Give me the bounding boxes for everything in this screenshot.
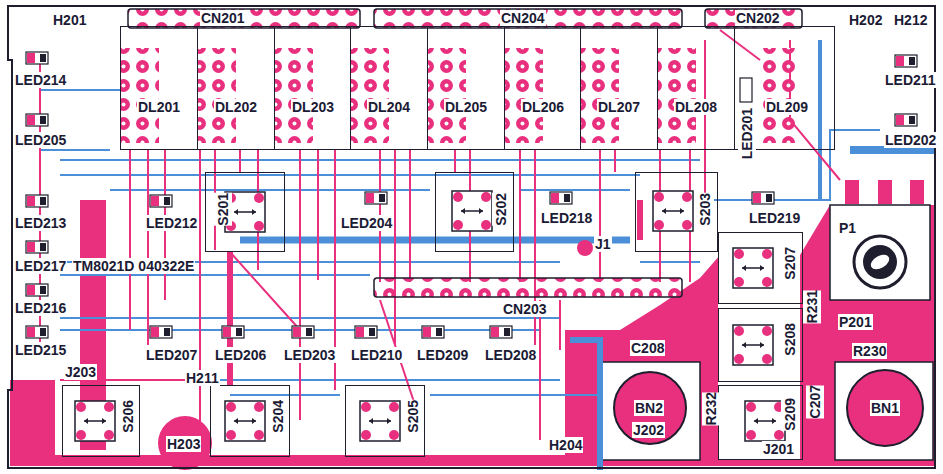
ref-designator: LED210 [350, 347, 403, 363]
ref-designator: H202 [848, 12, 883, 28]
ref-designator: CN202 [735, 10, 781, 26]
ref-designator: R231 [803, 290, 821, 323]
ref-designator: LED205 [14, 132, 67, 148]
ref-designator: LED211 [884, 72, 937, 88]
switch-outline: S206 [62, 385, 140, 457]
ref-designator: BN1 [870, 400, 900, 416]
ref-designator: S208 [781, 323, 799, 356]
ref-designator: S209 [781, 398, 799, 431]
display-outline: DL201 [120, 26, 198, 150]
switch-outline: S201 [205, 172, 285, 252]
ref-designator: J1 [594, 236, 612, 252]
ref-designator: DL204 [367, 99, 411, 115]
ref-designator: DL205 [444, 99, 488, 115]
ref-designator: DL206 [521, 99, 565, 115]
ref-designator: H211 [185, 370, 220, 386]
ref-designator: R230 [852, 343, 887, 359]
ref-designator: R232 [702, 392, 720, 425]
ref-designator: CN204 [500, 10, 546, 26]
ref-designator: S203 [696, 193, 714, 226]
ref-designator: LED219 [748, 210, 801, 226]
ref-designator: S202 [492, 193, 510, 226]
ref-designator: LED213 [14, 215, 67, 231]
ref-designator: LED214 [14, 72, 67, 88]
display-outline: DL207 [580, 26, 658, 150]
ref-designator: LED201 [738, 108, 756, 159]
ref-designator: LED204 [340, 215, 393, 231]
switch-outline: S202 [435, 172, 514, 252]
ref-designator: P201 [838, 314, 873, 330]
ref-designator: DL208 [674, 99, 718, 115]
ref-designator: LED212 [145, 215, 198, 231]
ref-designator: LED217 [14, 258, 67, 274]
switch-outline: S203 [635, 172, 718, 252]
ref-designator: H201 [52, 12, 87, 28]
switch-outline: S204 [210, 385, 290, 457]
ref-designator: BN2 [634, 400, 664, 416]
ref-designator: LED202 [884, 132, 937, 148]
switch-outline: S205 [345, 385, 425, 457]
ref-designator: LED207 [145, 347, 198, 363]
display-outline: DL208 [657, 26, 735, 150]
ref-designator: DL202 [214, 99, 258, 115]
display-outline: DL204 [350, 26, 428, 150]
ref-designator: DL203 [291, 99, 335, 115]
ref-designator: H203 [166, 436, 201, 452]
ref-designator: LED215 [14, 342, 67, 358]
ref-designator: H212 [893, 12, 928, 28]
ref-designator: S207 [781, 247, 799, 280]
ref-designator: C208 [630, 340, 665, 356]
ref-designator: CN203 [502, 301, 548, 317]
display-outline: DL205 [427, 26, 505, 150]
ref-designator: J201 [762, 441, 795, 457]
ref-designator: DL209 [765, 99, 809, 115]
ref-designator: DL201 [137, 99, 181, 115]
ref-designator: S204 [269, 400, 287, 433]
ref-designator: TM8021D 040322E [72, 258, 195, 274]
ref-designator: H204 [548, 437, 583, 453]
ref-designator: CN201 [200, 10, 246, 26]
ref-designator: C207 [806, 385, 824, 418]
ref-designator: LED206 [214, 347, 267, 363]
display-outline: DL206 [504, 26, 581, 150]
ref-designator: LED209 [416, 347, 469, 363]
ref-designator: P1 [838, 220, 857, 236]
ref-designator: J203 [64, 364, 97, 380]
switch-outline: S207 [718, 232, 803, 304]
ref-designator: LED218 [540, 210, 593, 226]
ref-designator: DL207 [597, 99, 641, 115]
ref-designator: S205 [404, 400, 422, 433]
switch-outline: S208 [718, 308, 803, 382]
ref-designator: LED216 [14, 300, 67, 316]
ref-designator: S206 [119, 400, 137, 433]
ref-designator: LED208 [484, 347, 537, 363]
ref-designator: S201 [214, 193, 232, 226]
display-outline: DL202 [197, 26, 275, 150]
ref-designator: LED203 [283, 347, 336, 363]
ref-designator: J202 [632, 422, 665, 438]
display-outline: DL203 [274, 26, 351, 150]
